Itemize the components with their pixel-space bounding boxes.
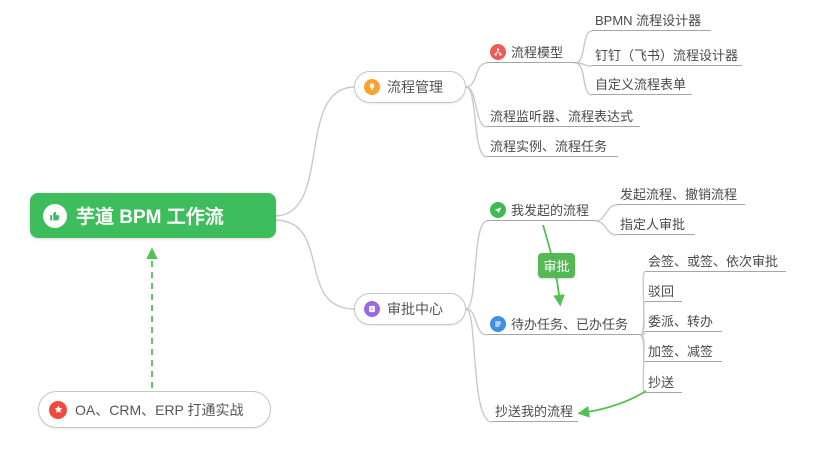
leaf-label: 委派、转办 [648,314,714,329]
edge-process-listener [465,86,488,128]
edge-approval-myinitiated [465,220,488,310]
leaf-label: 流程监听器、流程表达式 [490,109,634,124]
leaf-label: 抄送 [648,375,675,390]
node-bpmn-designer[interactable]: BPMN 流程设计器 [592,9,711,31]
edge-model-bpmn [574,30,593,64]
root-label: 芋道 BPM 工作流 [76,207,224,228]
node-root[interactable]: 芋道 BPM 工作流 [30,193,276,238]
thumbs-up-icon [43,203,67,228]
node-listener-expression[interactable]: 流程监听器、流程表达式 [487,105,640,127]
leaf-label: 驳回 [648,284,675,299]
leaf-label: 流程实例、流程任务 [490,139,608,154]
leaf-label: 我发起的流程 [511,203,590,218]
node-add-remove-sign[interactable]: 加签、减签 [645,340,722,362]
send-icon [490,201,506,218]
node-cc[interactable]: 抄送 [645,371,682,393]
node-process-management[interactable]: 流程管理 [354,71,466,103]
edge-model-dingtalk [574,62,593,67]
clipboard-icon [364,301,380,317]
node-process-model[interactable]: 流程模型 [487,41,575,63]
edge-root-process [275,86,355,217]
edge-process-model [465,62,488,88]
leaf-label: 待办任务、已办任务 [511,317,629,332]
leaf-label: 钉钉（飞书）流程设计器 [595,48,739,63]
node-custom-form[interactable]: 自定义流程表单 [592,73,692,95]
node-approval-center[interactable]: 审批中心 [354,293,466,325]
flow-model-icon [490,43,506,60]
branch-label: 审批中心 [387,301,443,317]
task-list-icon [490,315,506,332]
edge-model-customform [574,62,593,96]
node-dingtalk-designer[interactable]: 钉钉（飞书）流程设计器 [592,44,742,66]
edge-myinitiated-assignee [594,220,618,236]
leaf-label: BPMN 流程设计器 [595,13,702,28]
leaf-label: 流程模型 [511,45,564,60]
node-instance-task[interactable]: 流程实例、流程任务 [487,135,618,157]
edge-root-approval [275,219,355,310]
node-practice-oa-crm-erp[interactable]: OA、CRM、ERP 打通实战 [38,391,271,428]
edge-myinitiated-initiatecancel [594,204,618,222]
node-reject[interactable]: 驳回 [645,280,682,302]
relation-tag-approval[interactable]: 审批 [538,253,575,278]
arrow-cc-to-ccmy [577,390,647,418]
node-countersign[interactable]: 会签、或签、依次审批 [645,250,786,272]
edge-todo-delegate [639,331,646,336]
node-cc-my-process[interactable]: 抄送我的流程 [492,400,578,422]
tag-label: 审批 [543,259,570,274]
node-initiate-cancel[interactable]: 发起流程、撤销流程 [617,183,745,205]
lightbulb-icon [364,79,380,95]
node-delegate-transfer[interactable]: 委派、转办 [645,310,722,332]
leaf-label: 会签、或签、依次审批 [648,254,779,269]
leaf-label: 加签、减签 [648,344,714,359]
edge-approval-todo [465,308,488,336]
node-my-initiated[interactable]: 我发起的流程 [487,199,595,221]
leaf-label: 发起流程、撤销流程 [620,187,738,202]
node-todo-done-tasks[interactable]: 待办任务、已办任务 [487,313,640,335]
leaf-label: 指定人审批 [620,217,686,232]
branch-label: 流程管理 [387,79,443,95]
node-assignee-approval[interactable]: 指定人审批 [617,213,695,235]
leaf-label: 自定义流程表单 [595,77,687,92]
leaf-label: 抄送我的流程 [495,404,574,419]
practice-label: OA、CRM、ERP 打通实战 [75,401,244,418]
star-icon [49,400,67,419]
edge-process-instance [465,86,488,158]
